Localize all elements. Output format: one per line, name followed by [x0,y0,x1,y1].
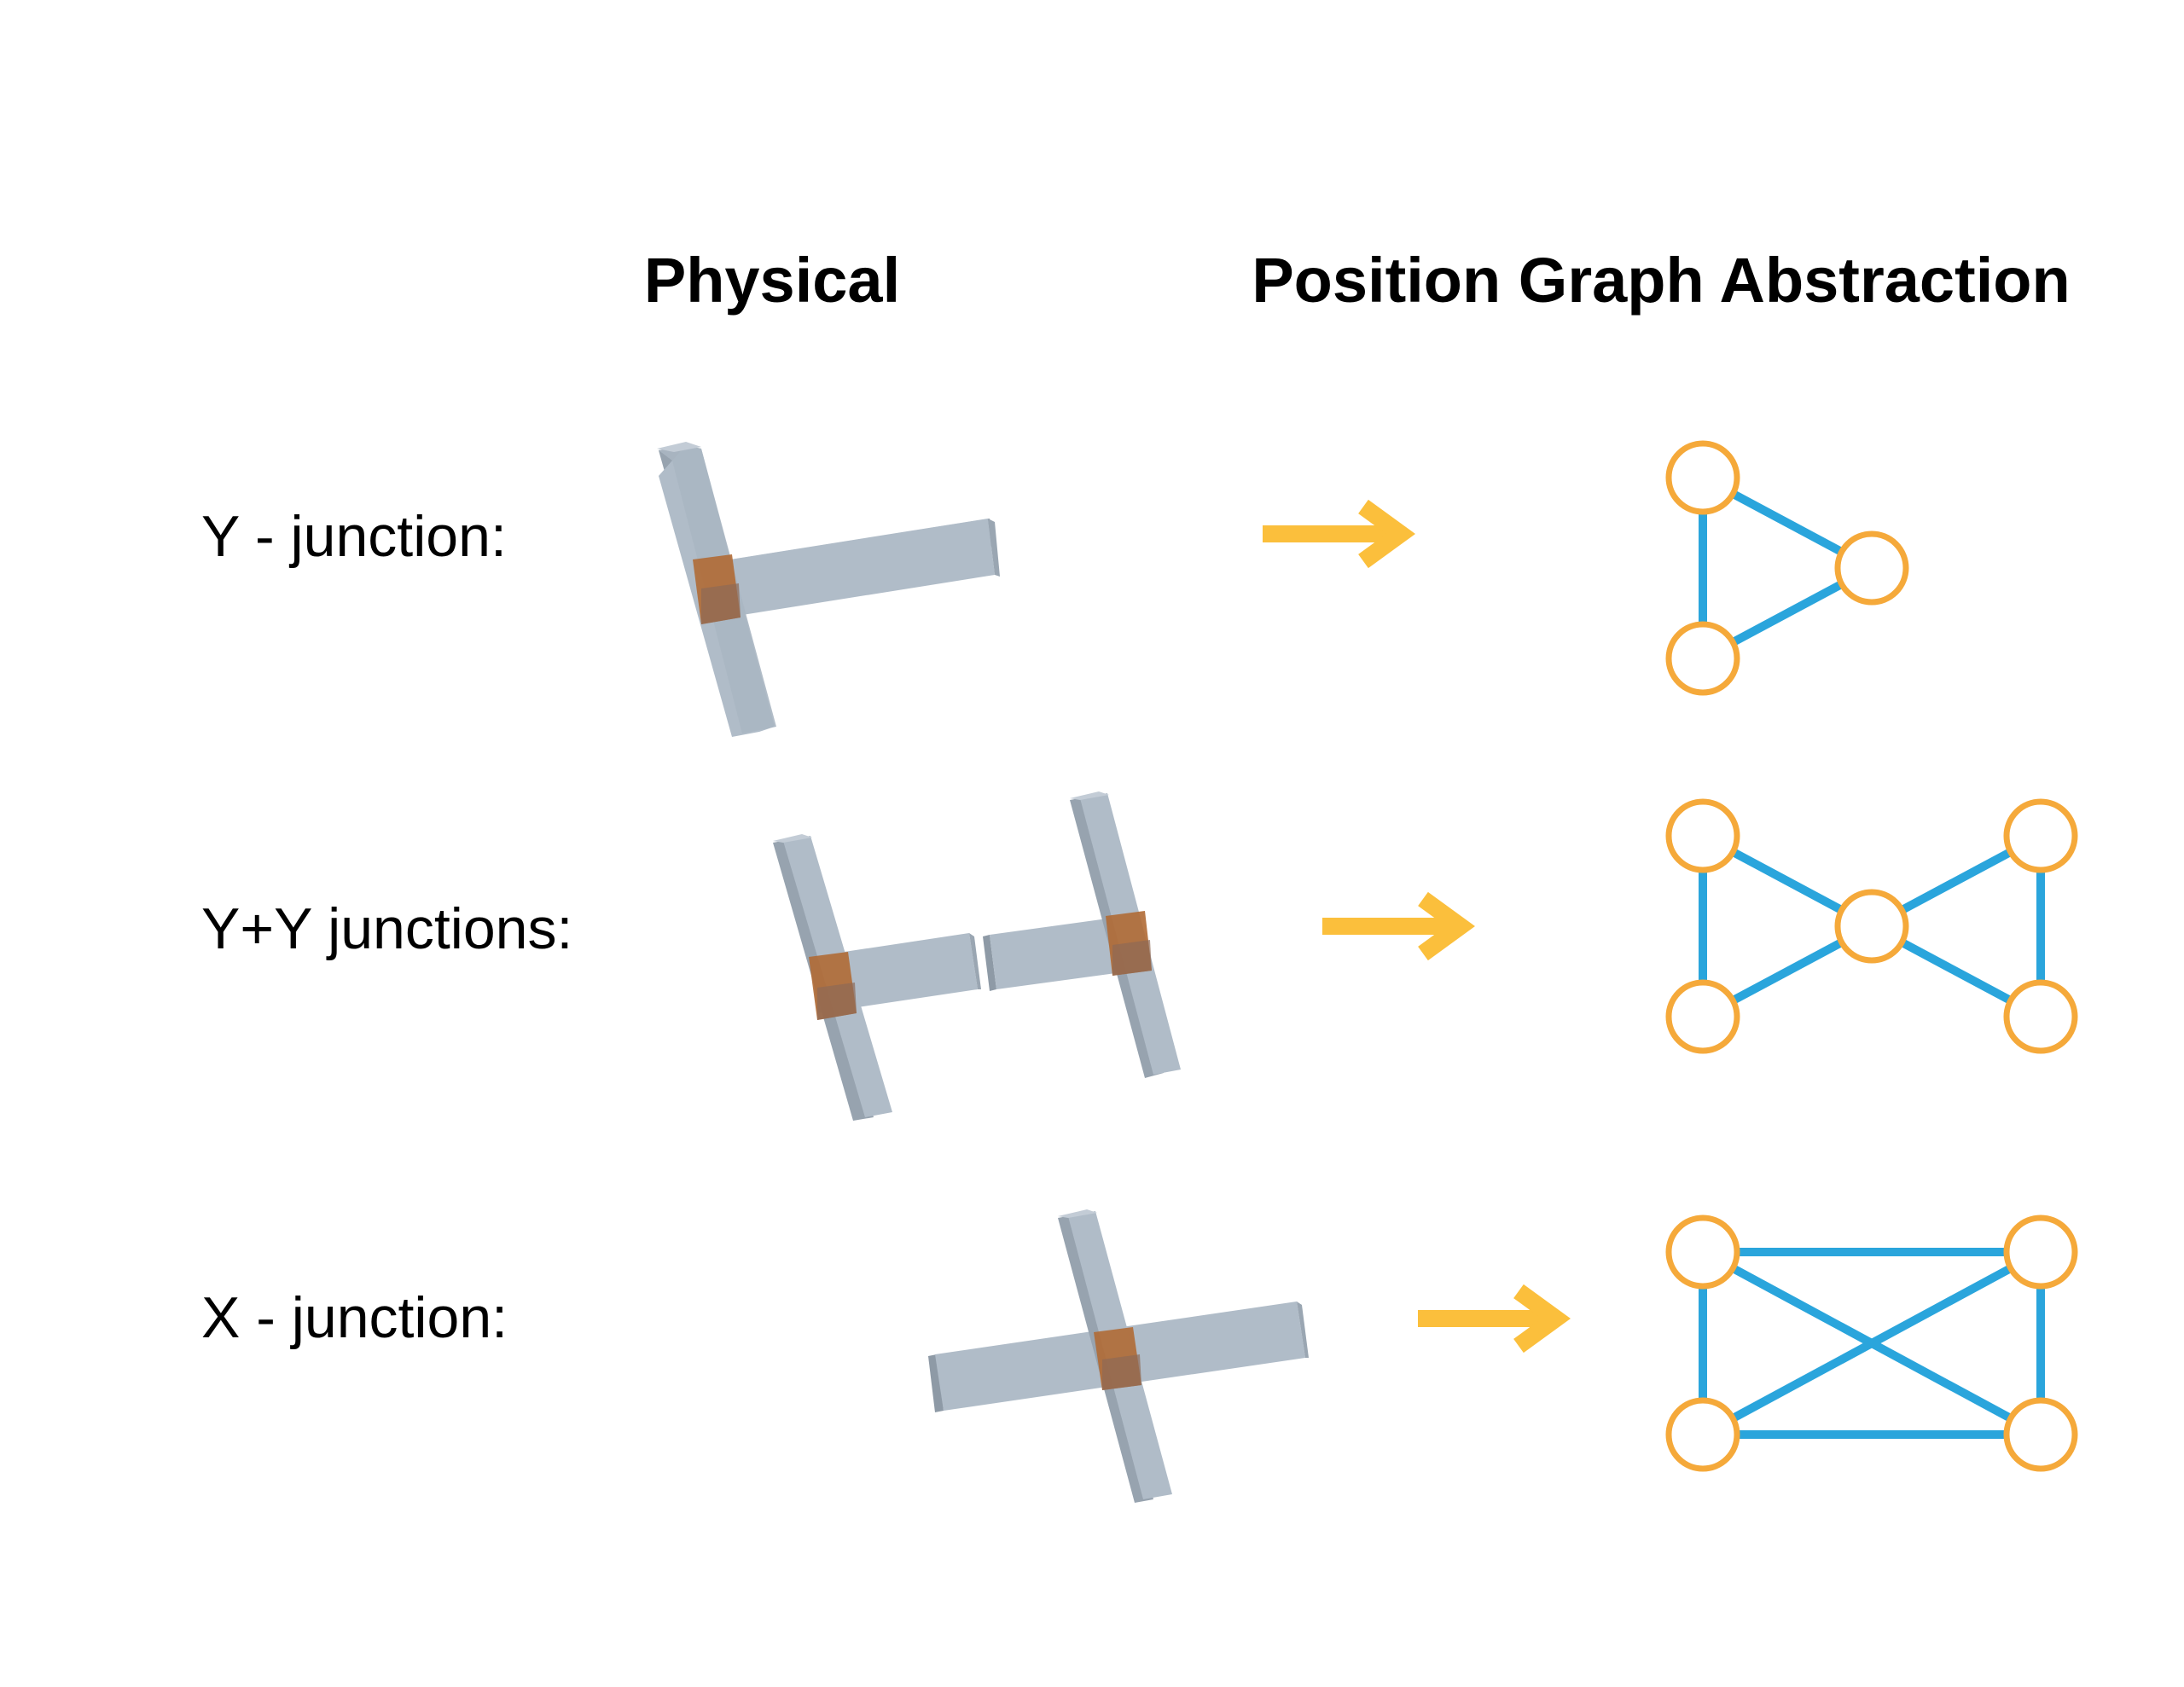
graph-node [1665,621,1740,696]
beam-horizontal-side [928,1354,944,1412]
graph-edge [1700,1248,2043,1439]
physical-y-junction [657,442,1000,737]
arrow-head [1513,1284,1571,1354]
junction-overlap-shade [701,583,741,624]
arrow-row1 [1263,499,1416,569]
beam-right-horizontal-side [983,935,996,991]
arrow-head [1418,891,1476,961]
graph-node [1665,798,1740,873]
row-label-yy-junctions: Y+Y junctions: [201,896,572,961]
arrow-row3 [1418,1284,1571,1354]
arrow-row2 [1322,891,1476,961]
junction-overlap-left-shade [817,983,857,1020]
beam-horizontal-end [1297,1301,1309,1358]
physical-x-junction [928,1209,1309,1503]
graph-x-junction [1665,1215,2078,1472]
graph-node [1834,530,1909,606]
graph-node [2003,1397,2078,1472]
beam-left-horizontal-end [969,933,981,989]
graph-node [1834,889,1909,964]
beam-horizontal-end [988,519,1000,577]
graph-yy-junctions [1665,798,2078,1054]
graph-node [2003,1215,2078,1290]
beam-vertical-top [1058,1209,1097,1218]
header-position-graph: Position Graph Abstraction [1252,245,2070,316]
beam-vertical-top [657,442,701,452]
junction-overlap-shade [1102,1354,1141,1390]
graph-node [1665,1215,1740,1290]
row-label-y-junction: Y - junction: [201,504,507,569]
graph-node [1665,979,1740,1054]
row-label-x-junction: X - junction: [201,1285,508,1350]
graph-node [1665,1397,1740,1472]
graph-y-junction [1665,440,1909,696]
beam-horizontal [698,519,995,621]
junction-overlap-right-shade [1112,940,1152,976]
graph-node [1665,440,1740,515]
graph-node [2003,979,2078,1054]
beam-right-horizontal [990,916,1135,989]
beam-left-vertical-top [773,834,812,843]
graph-node [2003,798,2078,873]
header-physical: Physical [644,245,900,316]
physical-yy-junctions [773,791,1181,1121]
beam-right-vertical-top [1070,791,1109,800]
arrow-head [1358,499,1416,569]
